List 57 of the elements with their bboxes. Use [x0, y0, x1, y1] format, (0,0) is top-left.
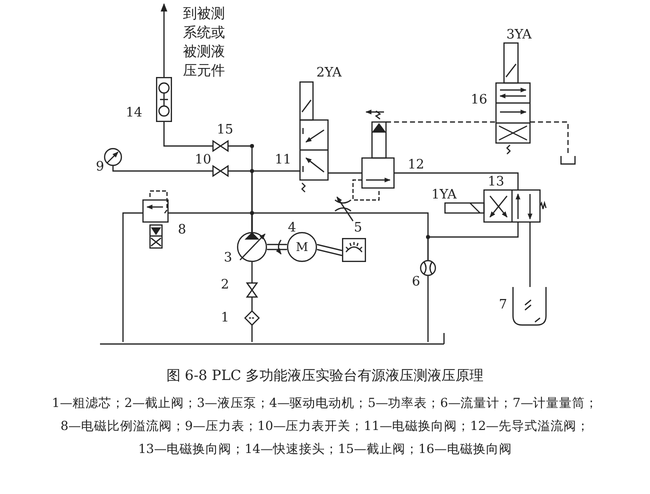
- shutoff-valve-symbol: [213, 141, 228, 151]
- shutoff-valve-symbol: [247, 283, 257, 297]
- callout-number: 3: [224, 252, 232, 264]
- quick-coupling-symbol: [156, 77, 172, 122]
- annotation-text: 到被测系统或被测液压元件: [183, 5, 226, 81]
- callout-number: 10: [194, 154, 212, 166]
- filter-symbol: [245, 311, 259, 325]
- arrow: [160, 3, 168, 77]
- callout-number: 2YA: [316, 66, 342, 80]
- pump-symbol: [237, 232, 267, 262]
- tank-symbol: [561, 155, 575, 164]
- callout-number: 14: [126, 106, 142, 120]
- drive-shaft: [266, 244, 288, 250]
- solenoid-directional-valve-symbol: [300, 82, 328, 195]
- legend-text: 13—电磁换向阀；14—快速接头；15—截止阀；16—电磁换向阀: [138, 442, 512, 456]
- callout-number: 6: [412, 276, 420, 288]
- callout-number: 13: [488, 176, 504, 188]
- pipe-line: [251, 325, 253, 342]
- pressure-gauge-symbol: [104, 148, 122, 166]
- callout-number: 1YA: [431, 188, 457, 202]
- pipe-line: [386, 121, 496, 123]
- shutoff-valve-symbol: [213, 166, 228, 176]
- callout-number: 4: [288, 222, 296, 234]
- motor-letter: M: [296, 241, 308, 253]
- pipe-line: [529, 222, 531, 287]
- motor-symbol: [287, 232, 317, 262]
- callout-number: 16: [470, 94, 488, 106]
- pipe-line: [328, 172, 362, 174]
- legend-text: 1—粗滤芯；2—截止阀；3—液压泵；4—驱动电动机；5—功率表；6—流量计；7—计量量筒；: [52, 396, 598, 410]
- callout-number: 15: [216, 124, 234, 136]
- callout-number: 5: [354, 222, 362, 234]
- pipe-line: [251, 262, 253, 283]
- proportional-relief-valve-symbol: [143, 190, 168, 248]
- callout-number: 7: [498, 298, 508, 312]
- flow-meter-symbol: [420, 260, 436, 276]
- callout-number: 12: [408, 158, 424, 172]
- callout-number: 1: [220, 312, 230, 324]
- legend-text: 8—电磁比例溢流阀；9—压力表；10—压力表开关；11—电磁换向阀；12—先导式溢流阀；: [60, 420, 590, 432]
- pipe-line: [163, 122, 213, 147]
- drive-shaft: [316, 244, 343, 256]
- pipe-line: [394, 172, 519, 190]
- power-meter-symbol: [342, 238, 366, 262]
- callout-number: 9: [96, 160, 104, 174]
- pipe-line: [530, 121, 569, 156]
- figure-caption: 图 6-8 PLC 多功能液压实验台有源液压测液压原理: [166, 369, 484, 383]
- callout-number: 3YA: [506, 28, 532, 42]
- callout-number: 11: [274, 154, 292, 166]
- callout-number: 8: [178, 224, 186, 236]
- pipe-line: [112, 166, 213, 172]
- pipe-line: [427, 222, 519, 260]
- measuring-cylinder-symbol: [513, 287, 546, 325]
- callout-number: 2: [220, 278, 230, 292]
- pipe-line: [427, 276, 429, 342]
- pipe-line: [251, 297, 253, 311]
- solenoid-directional-valve-symbol: [496, 43, 530, 157]
- pipe-line: [122, 212, 143, 342]
- reservoir-line: [100, 342, 446, 346]
